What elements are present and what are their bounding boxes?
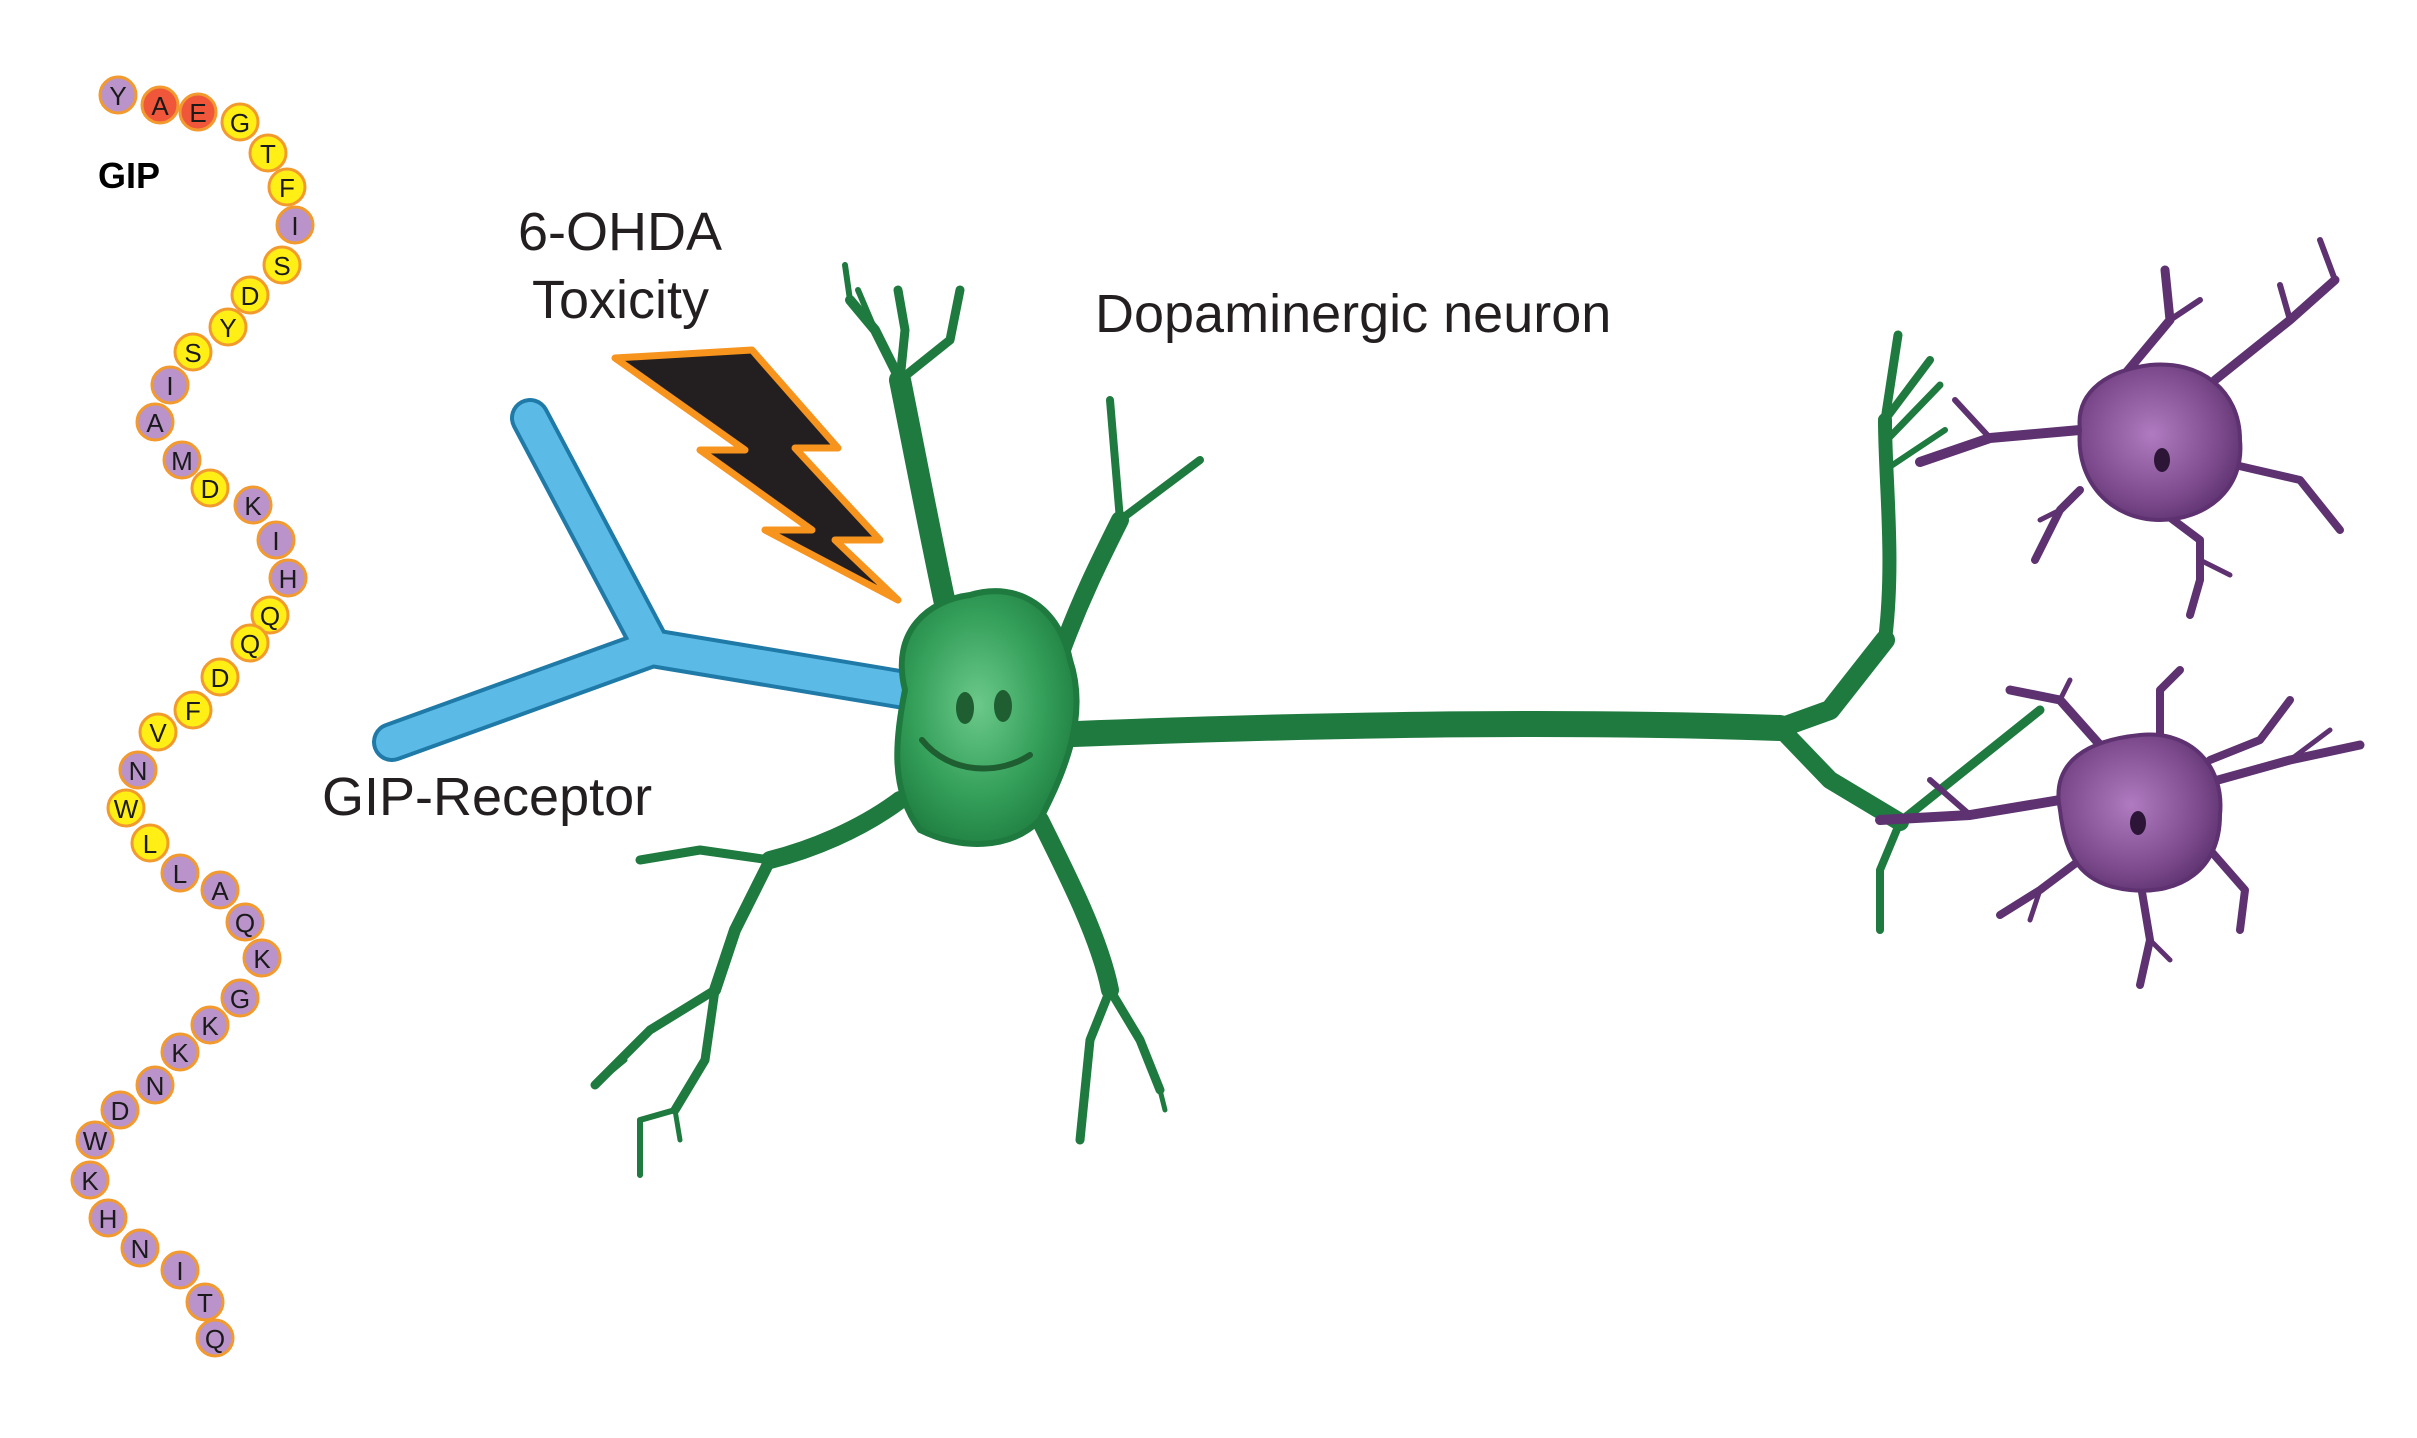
amino-acid-bead bbox=[248, 133, 288, 173]
neuron-label: Dopaminergic neuron bbox=[1095, 284, 1611, 344]
amino-acid-letter: I bbox=[176, 1256, 183, 1286]
amino-acid-bead bbox=[160, 1032, 200, 1072]
toxicity-label-line2: Toxicity bbox=[532, 270, 709, 330]
amino-acid-bead bbox=[250, 595, 290, 635]
amino-acid-bead bbox=[135, 402, 175, 442]
amino-acid-letter: A bbox=[211, 876, 229, 906]
amino-acid-bead bbox=[70, 1160, 110, 1200]
amino-acid-bead bbox=[100, 1090, 140, 1130]
amino-acid-bead bbox=[178, 92, 218, 132]
amino-acid-letter: K bbox=[244, 491, 262, 521]
amino-acid-letter: K bbox=[171, 1038, 189, 1068]
amino-acid-letter: M bbox=[171, 446, 193, 476]
amino-acid-bead bbox=[160, 853, 200, 893]
target-neuron-bottom bbox=[1875, 666, 2365, 989]
amino-acid-letter: L bbox=[173, 859, 187, 889]
amino-acid-bead bbox=[106, 788, 146, 828]
amino-acid-letter: K bbox=[201, 1011, 219, 1041]
amino-acid-letter: Q bbox=[205, 1324, 225, 1354]
amino-acid-letter: N bbox=[131, 1234, 150, 1264]
amino-acid-letter: A bbox=[146, 408, 164, 438]
amino-acid-bead bbox=[185, 1282, 225, 1322]
amino-acid-letter: G bbox=[230, 984, 250, 1014]
amino-acid-bead bbox=[138, 712, 178, 752]
amino-acid-letter: D bbox=[211, 663, 230, 693]
amino-acid-letter: D bbox=[241, 281, 260, 311]
amino-acid-bead bbox=[220, 102, 260, 142]
amino-acid-letter: F bbox=[185, 696, 201, 726]
amino-acid-letter: K bbox=[81, 1166, 99, 1196]
amino-acid-bead bbox=[268, 558, 308, 598]
amino-acid-bead bbox=[195, 1318, 235, 1358]
neuron-soma bbox=[894, 588, 1080, 847]
amino-acid-letter: L bbox=[143, 829, 157, 859]
amino-acid-bead bbox=[88, 1198, 128, 1238]
amino-acid-bead bbox=[162, 440, 202, 480]
amino-acid-bead bbox=[230, 275, 270, 315]
amino-acid-bead bbox=[220, 978, 260, 1018]
amino-acid-letter: I bbox=[166, 371, 173, 401]
amino-acid-letter: A bbox=[151, 91, 169, 121]
gip-label: GIP bbox=[98, 155, 160, 196]
target-neuron-top bbox=[1915, 237, 2344, 619]
amino-acid-bead bbox=[256, 520, 296, 560]
amino-acid-bead bbox=[230, 623, 270, 663]
amino-acid-bead bbox=[242, 938, 282, 978]
amino-acid-letter: F bbox=[279, 173, 295, 203]
amino-acid-bead bbox=[233, 485, 273, 525]
amino-acid-bead bbox=[173, 332, 213, 372]
amino-acid-bead bbox=[208, 307, 248, 347]
amino-acid-bead bbox=[140, 85, 180, 125]
amino-acid-bead bbox=[200, 870, 240, 910]
lightning-bolt-icon bbox=[611, 346, 902, 604]
amino-acid-letter: D bbox=[201, 474, 220, 504]
amino-acid-bead bbox=[275, 205, 315, 245]
gip-receptor bbox=[372, 398, 925, 762]
amino-acid-letter: N bbox=[146, 1071, 165, 1101]
amino-acid-letter: Q bbox=[260, 601, 280, 631]
amino-acid-bead bbox=[262, 245, 302, 285]
amino-acid-bead bbox=[160, 1250, 200, 1290]
amino-acid-letter: T bbox=[260, 139, 276, 169]
amino-acid-letter: H bbox=[279, 564, 298, 594]
amino-acid-letter: G bbox=[230, 108, 250, 138]
amino-acid-letter: S bbox=[273, 251, 290, 281]
amino-acid-letter: Y bbox=[109, 81, 126, 111]
amino-acid-bead bbox=[98, 75, 138, 115]
amino-acid-bead bbox=[150, 365, 190, 405]
toxicity-label-line1: 6-OHDA bbox=[518, 202, 722, 262]
amino-acid-letter: T bbox=[197, 1288, 213, 1318]
amino-acid-letter: I bbox=[291, 211, 298, 241]
amino-acid-bead bbox=[135, 1065, 175, 1105]
dopaminergic-neuron bbox=[590, 262, 2045, 1178]
receptor-label: GIP-Receptor bbox=[322, 767, 652, 827]
amino-acid-letter: S bbox=[184, 338, 201, 368]
amino-acid-letter: W bbox=[83, 1126, 108, 1156]
amino-acid-letter: Q bbox=[235, 908, 255, 938]
amino-acid-bead bbox=[75, 1120, 115, 1160]
amino-acid-letter: W bbox=[114, 794, 139, 824]
amino-acid-bead bbox=[190, 468, 230, 508]
amino-acid-letter: E bbox=[189, 98, 206, 128]
amino-acid-letter: I bbox=[272, 526, 279, 556]
amino-acid-bead bbox=[267, 167, 307, 207]
amino-acid-letter: D bbox=[111, 1096, 130, 1126]
amino-acid-bead bbox=[190, 1005, 230, 1045]
amino-acid-bead bbox=[225, 902, 265, 942]
amino-acid-bead bbox=[173, 690, 213, 730]
amino-acid-bead bbox=[118, 750, 158, 790]
amino-acid-letter: K bbox=[253, 944, 271, 974]
amino-acid-bead bbox=[130, 823, 170, 863]
amino-acid-letter: V bbox=[149, 718, 167, 748]
amino-acid-letter: Q bbox=[240, 629, 260, 659]
amino-acid-bead bbox=[120, 1228, 160, 1268]
amino-acid-letter: N bbox=[129, 756, 148, 786]
amino-acid-letter: H bbox=[99, 1204, 118, 1234]
amino-acid-bead bbox=[200, 657, 240, 697]
amino-acid-letter: Y bbox=[219, 313, 236, 343]
smiley-face-icon bbox=[919, 690, 1033, 772]
